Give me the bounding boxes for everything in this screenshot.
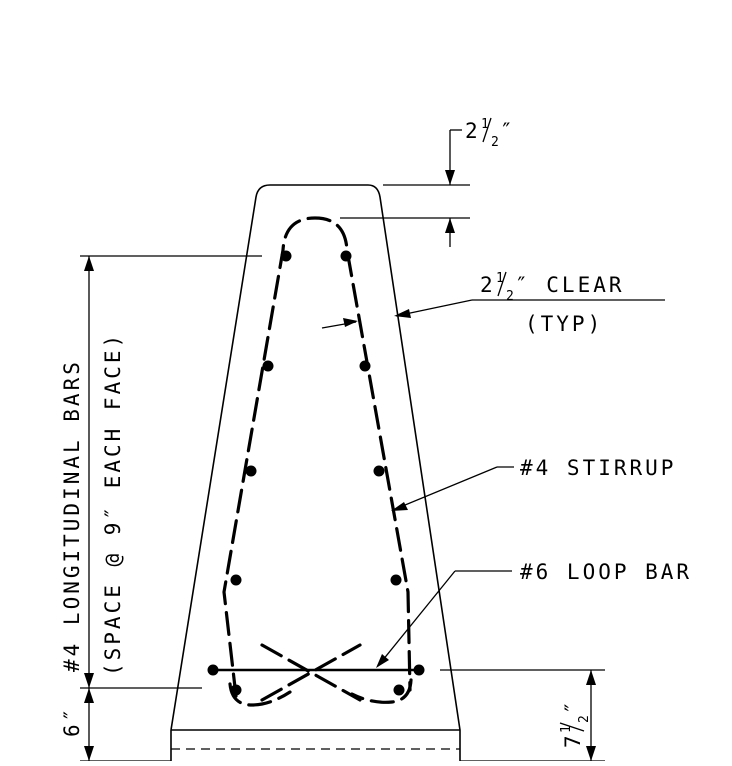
stirrup-arrow <box>391 502 408 511</box>
longitudinal-bar <box>359 360 371 372</box>
top-dim-unit: ″ <box>500 119 513 143</box>
clear-arrow <box>394 309 411 318</box>
stirrup-label: #4 STIRRUP <box>520 456 676 480</box>
longitudinal-bar <box>280 250 292 262</box>
loop-arrow <box>376 654 389 668</box>
right-dim-arrow-top <box>586 670 596 685</box>
top-dim-whole: 2 <box>465 119 478 143</box>
longitudinal-label-line1-group: #4 LONGITUDINAL BARS <box>60 359 84 672</box>
barrier-outline <box>170 184 461 761</box>
clear-whole: 2 <box>480 273 493 297</box>
right-dim-label: 7 1 2 ″ <box>559 701 592 748</box>
clear-label: 2 1 2 ″ CLEAR <box>480 271 625 304</box>
longitudinal-bar <box>207 664 219 676</box>
bottom-dim-whole: 7 <box>561 735 585 748</box>
longitudinal-bar <box>393 684 405 696</box>
top-dim-arrow-up <box>445 218 455 233</box>
top-dim-label: 2 1 2 ″ <box>465 117 513 150</box>
top-dim-num: 1 <box>481 117 489 132</box>
top-dim-den: 2 <box>491 135 499 150</box>
stirrup-leader <box>392 466 498 511</box>
stirrup-bottom-hook-right <box>350 678 413 704</box>
loop-bar-label: #6 LOOP BAR <box>520 560 692 584</box>
clear-inner-arrow <box>343 318 358 327</box>
loop-leader <box>377 570 456 667</box>
stirrup-path <box>222 216 412 698</box>
loop-bar-cross-a <box>260 643 362 702</box>
longitudinal-bar <box>373 465 385 477</box>
longitudinal-label-line1: #4 LONGITUDINAL BARS <box>60 359 84 672</box>
top-dim-arrow-down <box>445 170 455 185</box>
left-dim-arrow-mid-up <box>84 673 94 688</box>
longitudinal-label-line2: (SPACE @ 9″ EACH FACE) <box>101 332 125 676</box>
loop-bar-cross-b <box>260 643 362 702</box>
longitudinal-bar <box>390 574 402 586</box>
bottom-dim-num: 1 <box>559 725 574 733</box>
bottom-dim-den: 2 <box>577 715 592 723</box>
six-inch-label: 6″ <box>60 706 84 737</box>
longitudinal-bar <box>230 684 242 696</box>
left-dim-arrow-top <box>84 256 94 271</box>
bottom-dim-unit: ″ <box>561 701 585 714</box>
clear-text: ″ CLEAR <box>515 273 625 297</box>
left-dim-arrow-mid-down <box>84 688 94 703</box>
longitudinal-bar <box>413 664 425 676</box>
right-dim-arrow-bottom <box>586 746 596 761</box>
clear-den: 2 <box>506 289 514 304</box>
clear-typ-label: (TYP) <box>525 312 603 336</box>
longitudinal-bar <box>340 250 352 262</box>
longitudinal-label-line2-group: (SPACE @ 9″ EACH FACE) <box>101 332 125 676</box>
longitudinal-bar <box>245 465 257 477</box>
left-dim-arrow-bottom <box>84 746 94 761</box>
clear-num: 1 <box>496 271 504 286</box>
six-inch-group: 6″ <box>60 706 84 737</box>
longitudinal-bar <box>230 574 242 586</box>
longitudinal-bar <box>262 360 274 372</box>
